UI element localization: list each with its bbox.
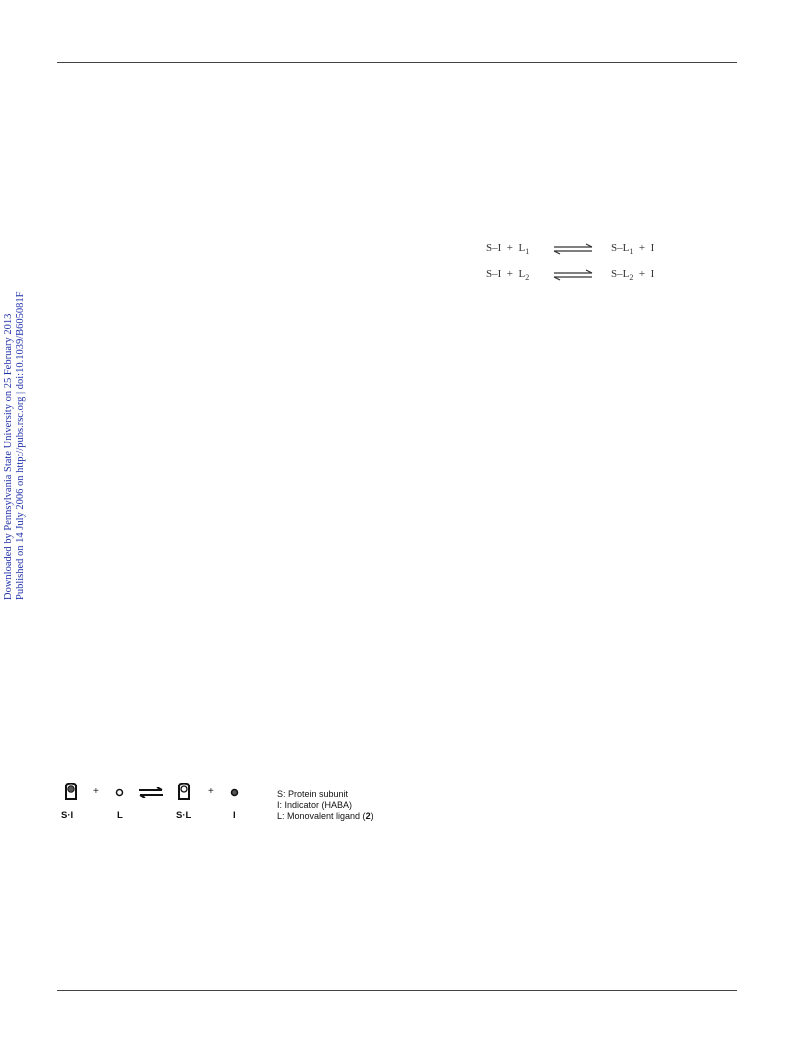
ligand-symbol: L <box>518 242 526 254</box>
label-protein-ligand: S·L <box>176 810 192 821</box>
publication-note[interactable]: Published on 14 July 2006 on http://pubs… <box>15 291 26 600</box>
download-note[interactable]: Downloaded by Pennsylvania State Univers… <box>3 313 14 600</box>
equation-lhs: S–I + L2 <box>486 268 529 282</box>
ligand-subscript: 2 <box>525 273 530 283</box>
label-protein-indicator: S·I <box>61 810 74 821</box>
equilibrium-arrows-icon <box>553 243 593 255</box>
plus-sign: + <box>93 786 99 797</box>
legend-protein-subunit: S: Protein subunit <box>277 789 349 799</box>
equation-rhs: S–L2 + I <box>611 268 654 282</box>
compound-reference[interactable]: 2 <box>365 811 371 821</box>
plus-sign: + <box>506 242 513 254</box>
plus-sign: + <box>506 268 513 280</box>
indicator-symbol: I <box>650 268 655 280</box>
legend-ligand: L: Monovalent ligand (2) <box>277 811 374 821</box>
legend-indicator: I: Indicator (HABA) <box>277 800 353 810</box>
plus-sign: + <box>638 242 646 254</box>
equation-rhs: S–L1 + I <box>611 242 654 256</box>
provenance-note: Downloaded by Pennsylvania State Univers… <box>3 292 27 600</box>
label-ligand: L <box>117 810 123 821</box>
plus-sign: + <box>208 786 214 797</box>
protein-indicator-complex: S–I <box>486 242 502 254</box>
complex-subscript: 1 <box>629 247 634 257</box>
protein-indicator-complex: S–I <box>486 268 502 280</box>
equation-lhs: S–I + L1 <box>486 242 529 256</box>
ligand-icon <box>115 788 124 797</box>
protein-subunit-ligand-icon <box>178 783 190 800</box>
legend-ligand-close: ) <box>370 811 374 821</box>
plus-sign: + <box>638 268 646 280</box>
equilibrium-arrows-icon <box>139 787 163 798</box>
label-indicator: I <box>233 810 236 821</box>
legend-ligand-text: L: Monovalent ligand ( <box>277 811 366 821</box>
header-rule <box>57 62 737 63</box>
indicator-icon <box>230 788 239 797</box>
protein-subunit-indicator-icon <box>65 783 77 800</box>
ligand-symbol: L <box>518 268 526 280</box>
protein-ligand-complex: S–L <box>611 242 630 254</box>
complex-subscript: 2 <box>629 273 634 283</box>
protein-ligand-complex: S–L <box>611 268 630 280</box>
binding-scheme-figure: + + S·I L S·L I S: Protein subunit I: In… <box>60 780 390 825</box>
ligand-subscript: 1 <box>525 247 530 257</box>
indicator-symbol: I <box>650 242 655 254</box>
footer-rule <box>57 990 737 991</box>
equilibrium-arrows-icon <box>553 269 593 281</box>
